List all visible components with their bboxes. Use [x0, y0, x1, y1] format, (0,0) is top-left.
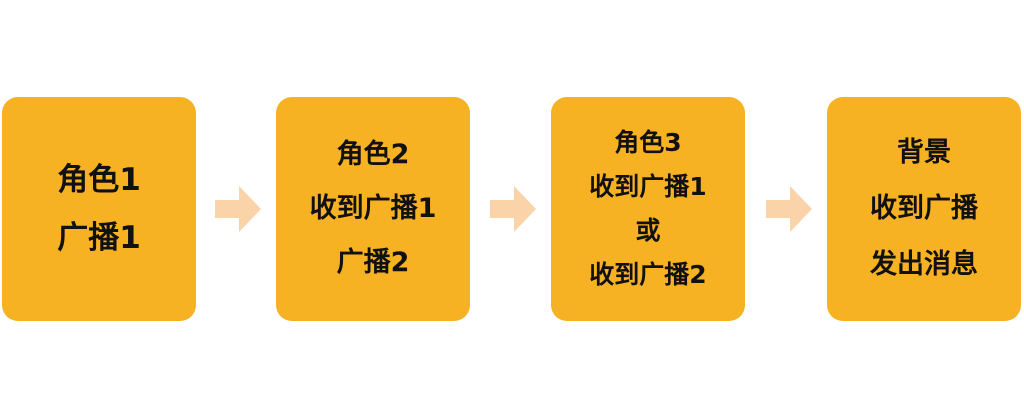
right-arrow-icon [490, 186, 536, 232]
flow-step-3-box: 角色3 收到广播1 或 收到广播2 [551, 97, 745, 321]
flow-step-2-line-1: 角色2 [336, 139, 410, 170]
flow-step-2-line-3: 广播2 [336, 247, 410, 278]
flow-step-2-line-2: 收到广播1 [309, 193, 437, 224]
flow-step-1-line-1: 角色1 [57, 162, 141, 198]
flow-step-4-line-2: 收到广播 [870, 193, 978, 224]
flow-step-1-box: 角色1 广播1 [2, 97, 196, 321]
flow-step-4-box: 背景 收到广播 发出消息 [827, 97, 1021, 321]
flow-step-3-line-2: 收到广播1 [589, 172, 707, 201]
flow-step-4-line-1: 背景 [897, 137, 951, 168]
flow-step-4-line-3: 发出消息 [870, 249, 978, 280]
flow-step-2-box: 角色2 收到广播1 广播2 [276, 97, 470, 321]
right-arrow-icon [766, 186, 812, 232]
flow-step-3-line-3: 或 [635, 216, 661, 245]
flow-step-3-line-1: 角色3 [614, 128, 682, 157]
right-arrow-icon [215, 186, 261, 232]
flow-step-1-line-2: 广播1 [57, 220, 141, 256]
flow-step-3-line-4: 收到广播2 [589, 260, 707, 289]
